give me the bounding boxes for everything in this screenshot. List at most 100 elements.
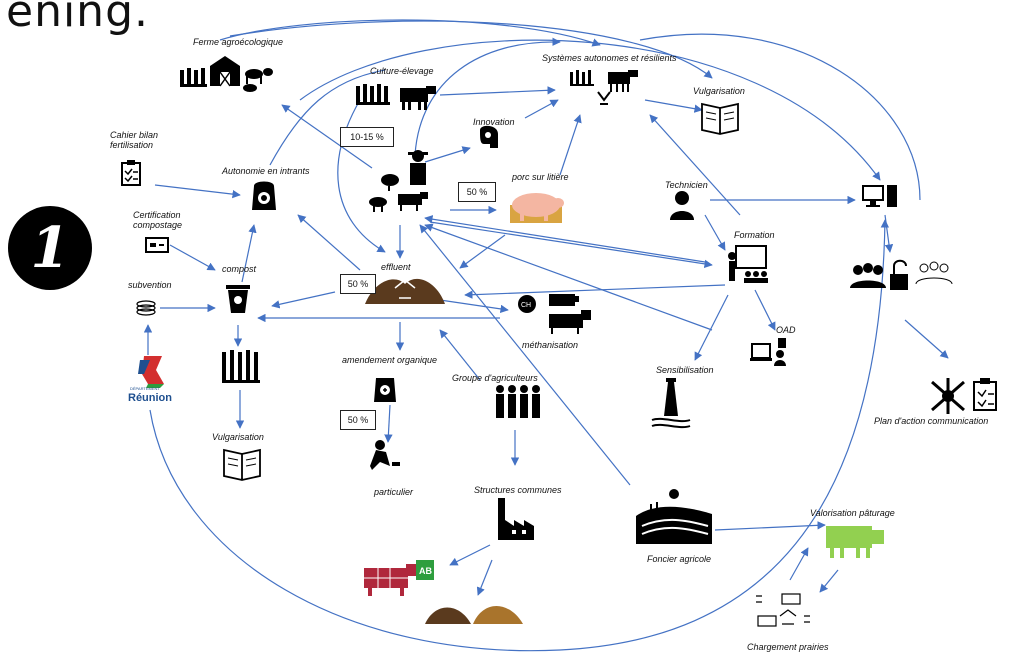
- arrow-foncier-farmer: [419, 224, 631, 486]
- reunion-logo-text: Réunion: [128, 392, 172, 404]
- arrow-ordi-users: [884, 214, 894, 253]
- label-oad: OAD: [776, 325, 796, 335]
- label-ferme: Ferme agroécologique: [193, 37, 284, 47]
- arrow-bottom-loop: [149, 219, 890, 652]
- farmers-group-icon: [496, 385, 540, 418]
- title-fragment: ening.: [6, 0, 149, 37]
- arrow-ferme-farmer-curve: [269, 69, 386, 166]
- team-hands-clipboard-icon: [931, 378, 997, 414]
- arrow-farmer-innovation: [424, 146, 471, 163]
- training-board-icon: [728, 245, 768, 283]
- label-structures: Structures communes: [474, 485, 562, 495]
- label-effluent: effluent: [381, 262, 411, 272]
- coins-icon: [136, 300, 156, 316]
- arrow-innovation-systemes: [524, 99, 559, 119]
- label-chargement: Chargement prairies: [747, 642, 829, 652]
- arrow-formation-effluent: [464, 284, 726, 299]
- farm-barn-icon: [180, 56, 273, 92]
- label-subvention: subvention: [128, 280, 172, 290]
- arrow-amendement-particulier: [384, 404, 393, 443]
- sack-icon: [252, 181, 276, 210]
- svg-text:AB: AB: [419, 566, 432, 576]
- label-methanisation: méthanisation: [522, 340, 579, 350]
- arrow-farmer-formation: [429, 221, 713, 269]
- arrow-chargement-valorisation: [789, 547, 809, 581]
- lighthouse-icon: [651, 378, 691, 429]
- gardener-icon: [370, 440, 400, 470]
- label-cahier: Cahier bilan fertilisation: [110, 130, 159, 150]
- innovation-head-icon: [480, 125, 498, 148]
- arrow-cahier-autonomie: [154, 184, 241, 199]
- porc-percent-box: 50 %: [458, 182, 496, 202]
- technician-icon: [670, 191, 694, 220]
- computer-icon: [862, 185, 897, 207]
- label-amendement: amendement organique: [342, 355, 438, 365]
- label-certification: Certification compostage: [133, 210, 183, 230]
- compost-bin-icon: [226, 285, 250, 313]
- arrow-farmer-ferme: [281, 104, 373, 169]
- manure-pile-icon: [365, 278, 445, 304]
- label-compost: compost: [222, 264, 257, 274]
- label-autonomie: Autonomie en intrants: [222, 166, 310, 176]
- label-particulier: particulier: [374, 487, 414, 497]
- label-systemes: Systèmes autonomes et résilients: [542, 53, 677, 63]
- reunion-logo-shape: [138, 356, 164, 388]
- label-technicien: Technicien: [665, 180, 708, 190]
- clipboard-icon: [121, 160, 141, 186]
- culture-percent-box: 10-15 %: [340, 127, 394, 147]
- amendement-percent-box: 50 %: [340, 410, 376, 430]
- arrow-formation-farmer: [424, 215, 706, 263]
- label-sensibilisation: Sensibilisation: [656, 365, 714, 375]
- label-vulgarisation-top: Vulgarisation: [693, 86, 745, 96]
- book-icon-bottom: [223, 448, 261, 481]
- arrow-formation-oad: [754, 289, 776, 331]
- arrow-effluent-compost: [271, 291, 336, 309]
- label-vulgarisation-bottom: Vulgarisation: [212, 432, 264, 442]
- arrow-oad-farmer: [424, 223, 713, 331]
- arrow-effluent-autonomie: [297, 214, 361, 271]
- label-formation: Formation: [734, 230, 775, 240]
- book-icon-top: [701, 102, 739, 135]
- arrow-porc-systemes: [559, 114, 582, 176]
- beef-cuts-organic-icon: AB: [364, 560, 434, 596]
- green-cow-icon: [826, 526, 884, 558]
- arrows: [143, 19, 949, 652]
- methanisation-icon: CH: [518, 294, 591, 334]
- autonomous-system-icon: [570, 70, 638, 105]
- arrow-users-plan: [904, 319, 949, 359]
- arrow-formation-systemes: [649, 114, 741, 216]
- arrow-culture-ordi: [299, 39, 881, 181]
- soil-piles-image: [425, 606, 523, 624]
- label-foncier: Foncier agricole: [647, 554, 712, 564]
- arrow-farmer-systemes-curve: [414, 37, 561, 156]
- label-porc: porc sur litière: [512, 172, 569, 182]
- reunion-department-logo: DÉPARTEMENT Réunion: [128, 356, 172, 408]
- arrow-structures-soil: [476, 559, 493, 596]
- arrow-formation-sensibilisation: [694, 294, 729, 361]
- arrow-certification-compost: [169, 244, 216, 271]
- users-lock-icon: [850, 259, 953, 290]
- pig-litter-image: [510, 193, 564, 223]
- label-groupe: Groupe d'agriculteurs: [452, 373, 538, 383]
- arrow-valorisation-chargement: [819, 569, 839, 593]
- arrow-effluent-methanisation: [439, 299, 509, 314]
- arrow-ferme-systemes: [219, 19, 601, 47]
- arrow-right-big-curve: [639, 33, 921, 201]
- arrow-foncier-valorisation: [714, 521, 826, 531]
- arrow-culture-effluent-curve: [337, 99, 386, 253]
- arrow-culture-systemes: [439, 86, 556, 96]
- oad-laptop-icon: [750, 338, 786, 366]
- arrow-structures-beef: [449, 544, 491, 566]
- label-plan: Plan d'action communication: [874, 416, 989, 426]
- arrow-systemes-vulgarisation: [644, 99, 703, 113]
- arrow-groupe-effluent: [439, 329, 481, 381]
- factory-icon: [498, 498, 534, 540]
- crop-cow-icon: [356, 84, 436, 110]
- pasture-livestock-icon: [756, 593, 810, 627]
- farmland-sun-icon: [636, 489, 712, 544]
- reunion-logo-small-text: DÉPARTEMENT: [130, 386, 160, 391]
- arrow-ferme-vulgarisation: [229, 20, 713, 79]
- arrow-compost-autonomie: [241, 224, 257, 283]
- label-culture-elevage: Culture-élevage: [370, 66, 434, 76]
